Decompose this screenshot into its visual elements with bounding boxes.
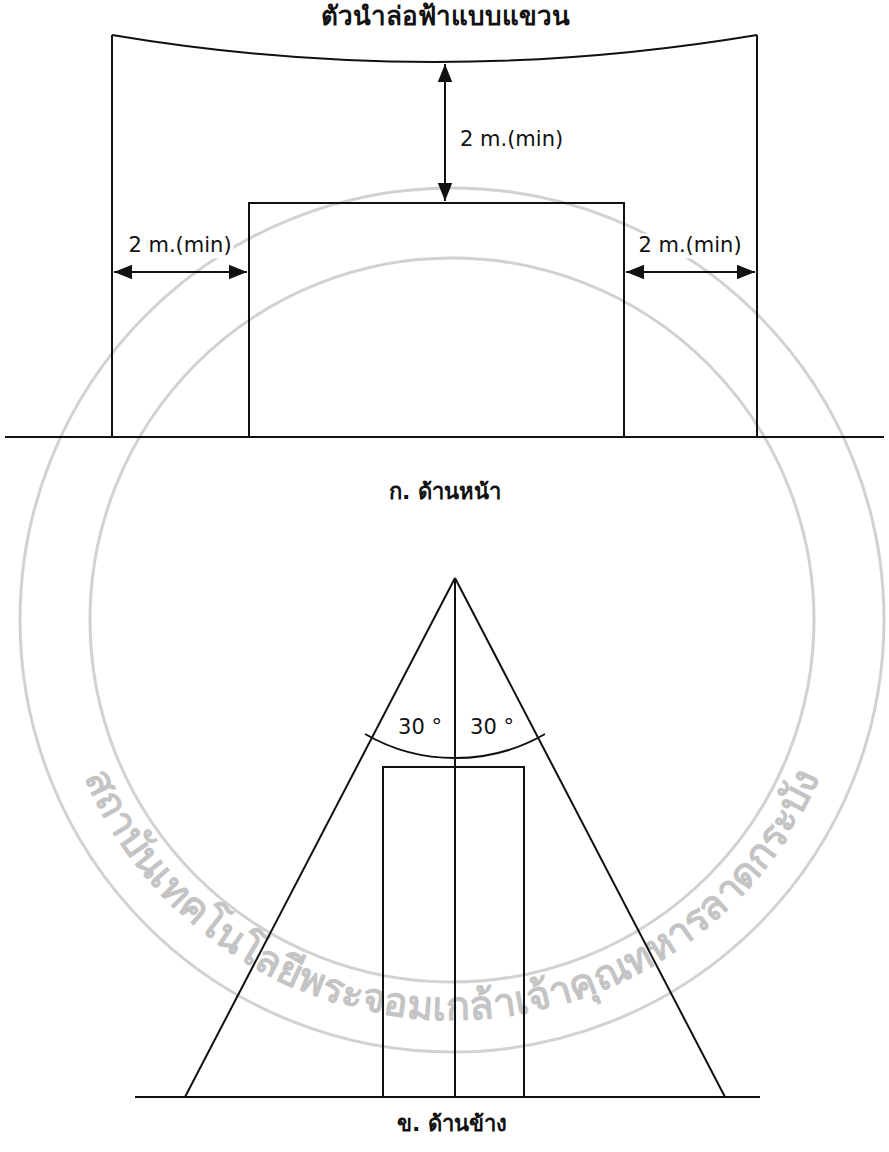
angle-label: 30 ° bbox=[396, 715, 444, 740]
building-outline bbox=[383, 767, 524, 1097]
protection-cone bbox=[185, 578, 725, 1097]
diagram-title: ตัวนำล่อฟ้าแบบแขวน bbox=[321, 1, 570, 32]
dimension-label: 2 m.(min) bbox=[636, 233, 743, 258]
view-caption: ข. ด้านข้าง bbox=[395, 1111, 509, 1137]
suspended-conductor bbox=[112, 35, 757, 62]
support-pole bbox=[756, 35, 758, 437]
support-pole bbox=[111, 35, 113, 437]
side-view bbox=[135, 578, 760, 1097]
building-outline bbox=[249, 203, 624, 437]
dimension-arrow bbox=[626, 271, 755, 273]
dimension-label: 2 m.(min) bbox=[458, 127, 565, 152]
seal-watermark: สถาบันเทคโนโลยีพระจอมเกล้าเจ้าคุณทหารลาด… bbox=[20, 188, 884, 1052]
watermark-text: สถาบันเทคโนโลยีพระจอมเกล้าเจ้าคุณทหารลาด… bbox=[76, 761, 829, 1029]
angle-label: 30 ° bbox=[468, 715, 516, 740]
dimension-arrow bbox=[114, 271, 247, 273]
center-line bbox=[454, 578, 456, 1097]
dimension-label: 2 m.(min) bbox=[126, 233, 233, 258]
angle-arc bbox=[365, 734, 545, 758]
dimension-arrow bbox=[444, 64, 446, 201]
front-view bbox=[5, 35, 884, 437]
view-caption: ก. ด้านหน้า bbox=[387, 479, 503, 505]
